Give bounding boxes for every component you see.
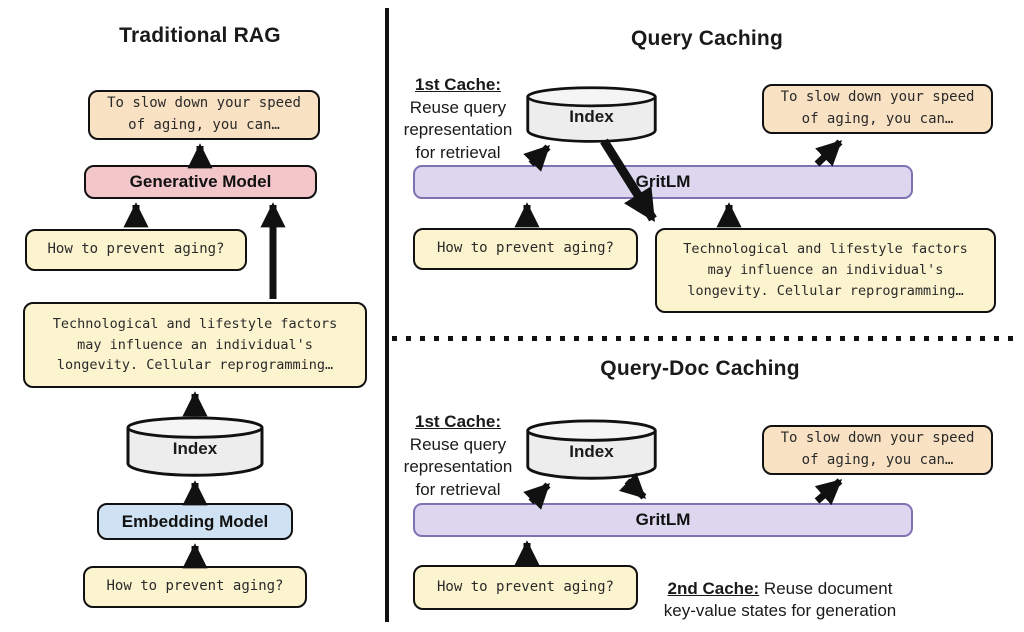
qc-gritlm-label: GritLM [635,172,691,191]
traditional-document-text: Technological and lifestyle factors may … [52,315,338,374]
panel-query-doc-caching: Query-Doc Caching 1st Cache: Reuse query… [389,337,1024,632]
traditional-document-box: Technological and lifestyle factors may … [23,302,367,388]
qdc-cache2-desc: Reuse document key-value states for gene… [663,578,897,621]
qdc-query-text: How to prevent aging? [436,578,614,595]
embedding-model-box: Embedding Model [97,503,293,540]
database-cylinder-icon [126,416,264,477]
dotted-divider [392,336,1014,341]
qc-document-text: Technological and lifestyle factors may … [683,241,968,299]
qc-answer-box: To slow down your speed of aging, you ca… [762,84,993,134]
qdc-gritlm-bar: GritLM [413,503,913,537]
qdc-query-box: How to prevent aging? [413,565,638,610]
panel-query-caching: Query Caching 1st Cache: Reuse query rep… [389,0,1024,337]
qdc-answer-text: To slow down your speed of aging, you ca… [780,430,975,468]
traditional-query-bottom-text: How to prevent aging? [106,578,284,595]
qc-query-box: How to prevent aging? [413,228,638,270]
database-cylinder-icon [526,86,657,143]
qc-index-label: Index [569,107,614,126]
traditional-query-bottom-box: How to prevent aging? [83,566,307,608]
vertical-divider [385,8,389,622]
qdc-cache2-note: 2nd Cache: Reuse document key-value stat… [648,555,912,623]
traditional-index-cylinder: Index [123,415,267,477]
traditional-answer-text: To slow down your speed of aging, you ca… [107,95,301,133]
panel-traditional-rag: Traditional RAG To slow down your speed … [0,0,386,632]
generative-model-label: Generative Model [129,172,272,191]
traditional-rag-title: Traditional RAG [119,24,281,47]
qdc-cache1-title: 1st Cache: [415,412,501,431]
qc-gritlm-bar: GritLM [413,165,913,199]
qdc-answer-box: To slow down your speed of aging, you ca… [762,425,993,475]
database-cylinder-icon [526,419,657,480]
query-caching-title: Query Caching [631,27,783,50]
embedding-model-label: Embedding Model [121,511,269,531]
qdc-cache1-desc: Reuse query representation for retrieval [403,434,513,499]
qdc-index-cylinder: Index [523,418,660,480]
qc-index-cylinder: Index [523,85,660,143]
traditional-answer-box: To slow down your speed of aging, you ca… [88,90,320,140]
qc-cache1-desc: Reuse query representation for retrieval [403,97,513,162]
traditional-index-label: Index [172,439,218,458]
qc-document-box: Technological and lifestyle factors may … [655,228,996,313]
qc-answer-text: To slow down your speed of aging, you ca… [780,89,975,127]
qdc-cache1-note: 1st Cache: Reuse query representation fo… [396,411,520,501]
traditional-query-text: How to prevent aging? [47,241,225,258]
qc-query-text: How to prevent aging? [436,240,614,257]
traditional-query-box: How to prevent aging? [25,229,247,271]
qdc-cache2-title: 2nd Cache: [667,578,760,598]
qdc-gritlm-label: GritLM [635,510,691,529]
qc-cache1-title: 1st Cache: [415,75,501,94]
generative-model-box: Generative Model [84,165,317,199]
query-doc-caching-title: Query-Doc Caching [600,357,800,380]
qc-cache1-note: 1st Cache: Reuse query representation fo… [396,74,520,164]
qdc-index-label: Index [569,442,614,461]
